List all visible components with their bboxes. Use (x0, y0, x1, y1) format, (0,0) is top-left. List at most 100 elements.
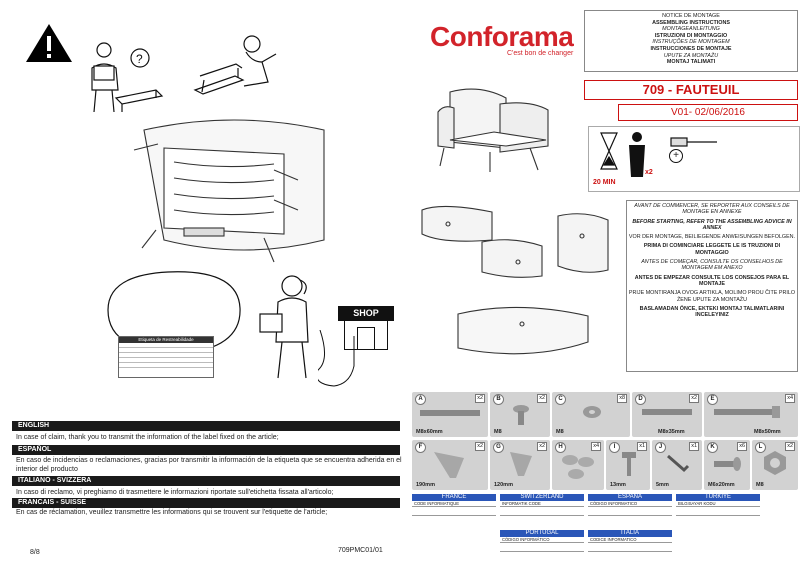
part-id: I (609, 442, 620, 453)
hardware-parts-grid: A x2 M8x60mm B x2 M8 C x8 M8 D x2 M8x35m… (412, 392, 798, 490)
part-id: E (707, 394, 718, 405)
part-qty: x2 (689, 394, 699, 403)
part-qty: x4 (591, 442, 601, 451)
country-code-label: CÓDIGO INFORMÁTICO (500, 537, 584, 543)
notice-line: MONTAJ TALIMATI (666, 59, 716, 66)
advice-line: ANTES DE EMPEZAR CONSULTE LOS CONSEJOS P… (634, 274, 790, 287)
advice-line: AVANT DE COMMENCER, SE REPORTER AUX CONS… (634, 203, 790, 216)
part-qty: x2 (537, 442, 547, 451)
part-id: G (493, 442, 504, 453)
country-name: SWITZERLAND (500, 494, 584, 501)
part-size: 5mm (656, 482, 669, 488)
notice-line: INSTRUÇÕES DE MONTAGEM (652, 39, 730, 46)
notice-line: MONTAGEANLEITUNG (662, 26, 720, 33)
country-code-turkiye: TÜRKIYE BILGISAYAR KODU (676, 494, 760, 524)
lang-text-english: In case of claim, thank you to transmit … (16, 434, 279, 441)
part-size: M8 (756, 482, 764, 488)
country-code-label: INFORMATIK CODE (500, 501, 584, 507)
part-size: 190mm (416, 482, 435, 488)
country-name: TÜRKIYE (676, 494, 760, 501)
country-name: ESPANA (588, 494, 672, 501)
part-a: A x2 M8x60mm (412, 392, 488, 437)
part-j: J x1 5mm (652, 440, 702, 490)
timer-icon (597, 131, 621, 171)
shop-building-icon: SHOP (338, 306, 394, 352)
confused-person-illustration: ? (82, 38, 172, 121)
part-f: F x2 190mm (412, 440, 488, 490)
part-size: 120mm (494, 482, 513, 488)
part-qty: x2 (785, 442, 795, 451)
shop-label: SHOP (338, 306, 394, 321)
part-id: A (415, 394, 426, 405)
persons-count: x2 (645, 169, 653, 176)
plus-symbol: + (673, 150, 679, 161)
part-size: M8x35mm (658, 429, 685, 435)
traceability-label: Etiqueta de Restreabilidade (118, 336, 214, 378)
country-code-switzerland: SWITZERLAND INFORMATIK CODE (500, 494, 584, 524)
country-code-label: CÓDIGO INFORMATICO (588, 501, 672, 507)
phone-cord (316, 329, 358, 395)
advice-line: VOR DER MONTAGE, BEILIEGENDE ANWEISUNGEN… (628, 234, 796, 241)
part-id: C (555, 394, 566, 405)
country-code-portugal: PORTUGAL CÓDIGO INFORMÁTICO (500, 530, 584, 560)
brand-name: Conforama (430, 21, 574, 52)
chair-underside-illustration (124, 110, 334, 285)
notice-line: NOTICE DE MONTAGE (662, 13, 720, 19)
part-id: B (493, 394, 504, 405)
country-name: ITALIA (588, 530, 672, 537)
advice-line: BASLAMADAN ÖNCE, EKTEKI MONTAJ TALIMATLA… (639, 305, 785, 319)
document-ref: 709PMC01/01 (338, 547, 383, 554)
notice-line: INSTRUCCIONES DE MONTAJE (650, 45, 732, 52)
product-title: 709 - FAUTEUIL (584, 80, 798, 100)
lang-text-espanol: En caso de incidencias o reclamaciones, … (16, 457, 402, 473)
notice-line: UPUTE ZA MONTAŽU (663, 52, 719, 59)
version-date: V01- 02/06/2016 (618, 104, 798, 121)
part-qty: x2 (475, 442, 485, 451)
part-i: I x1 13mm (606, 440, 650, 490)
advice-line: BEFORE STARTING, REFER TO THE ASSEMBLING… (632, 218, 792, 231)
lang-header-english: ENGLISH (12, 421, 400, 431)
notice-line: ASSEMBLING INSTRUCTIONS (652, 19, 730, 26)
warning-sign-icon (24, 22, 74, 69)
chair-parts-illustration (418, 196, 618, 381)
assembly-time: 20 MIN (593, 179, 616, 186)
part-size: M8x60mm (416, 429, 443, 435)
country-code-france: FRANCE CODE INFORMATIQUE (412, 494, 496, 524)
part-qty: x2 (475, 394, 485, 403)
part-id: D (635, 394, 646, 405)
phone-person-illustration (252, 272, 332, 389)
part-size: M8 (494, 429, 502, 435)
part-qty: x4 (785, 394, 795, 403)
armchair-illustration (430, 82, 570, 187)
country-code-label: CODE INFORMATIQUE (412, 501, 496, 507)
brand-logo: Conforama C'est bon de changer (430, 21, 574, 58)
lang-header-francais: FRANCAIS - SUISSE (12, 498, 400, 508)
svg-text:?: ? (136, 52, 143, 66)
brand-tagline: C'est bon de changer (506, 50, 574, 57)
part-size: M6x20mm (708, 482, 735, 488)
part-id: H (555, 442, 566, 453)
advice-line: PRIJE MONTIRANJA OVOG ARTIKLA, MOLIMO PR… (628, 290, 796, 303)
person-icon (625, 131, 649, 184)
part-e: E x4 M8x50mm (704, 392, 798, 437)
part-id: L (755, 442, 766, 453)
part-size: M8x50mm (754, 429, 781, 435)
part-qty: x1 (689, 442, 699, 451)
part-d: D x2 M8x35mm (632, 392, 702, 437)
part-qty: x8 (617, 394, 627, 403)
label-heading: Etiqueta de Restreabilidade (119, 337, 213, 343)
notice-title-box: NOTICE DE MONTAGE ASSEMBLING INSTRUCTION… (584, 10, 798, 72)
country-code-italia: ITALIA CODICE INFORMATICO (588, 530, 672, 560)
lang-text-italiano: In caso di reclamo, vi preghiamo di tras… (16, 489, 334, 496)
screwdriver-icon (669, 135, 719, 154)
part-c: C x8 M8 (552, 392, 630, 437)
country-code-label: BILGISAYAR KODU (676, 501, 760, 507)
country-name: FRANCE (412, 494, 496, 501)
part-size: 13mm (610, 482, 626, 488)
part-g: G x2 120mm (490, 440, 550, 490)
part-id: J (655, 442, 666, 453)
tools-panel: 20 MIN x2 + (588, 126, 800, 192)
lang-header-espanol: ESPAÑOL (12, 445, 400, 455)
part-b: B x2 M8 (490, 392, 550, 437)
assembly-advice-box: AVANT DE COMMENCER, SE REPORTER AUX CONS… (626, 200, 798, 372)
